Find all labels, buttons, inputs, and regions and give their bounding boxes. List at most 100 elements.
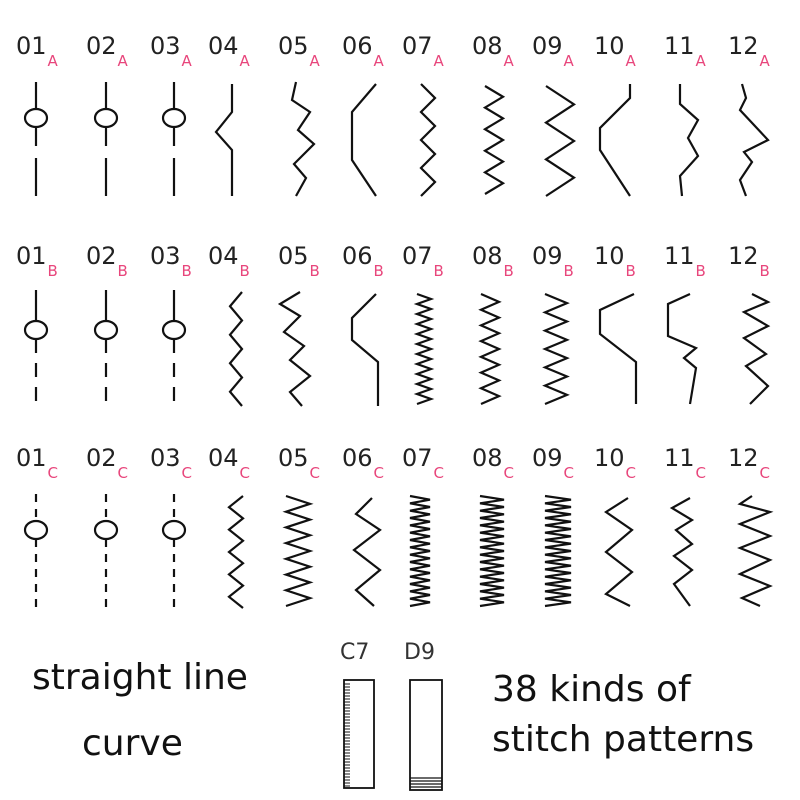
pattern-number: 04 — [208, 444, 239, 472]
needle-position-circle — [161, 319, 187, 341]
pattern-number: 10 — [594, 444, 625, 472]
pattern-code-12c: 12C — [728, 446, 770, 481]
pattern-code-11c: 11C — [664, 446, 706, 481]
pattern-variant-letter: A — [181, 52, 192, 70]
stitch-02a — [93, 82, 119, 196]
pattern-variant-letter: A — [239, 52, 250, 70]
pattern-code-05c: 05C — [278, 446, 320, 481]
pattern-number: 08 — [472, 32, 503, 60]
pattern-number: 07 — [402, 242, 433, 270]
stitch-07b — [413, 292, 435, 406]
stitch-11b — [666, 292, 699, 405]
pattern-code-08c: 08C — [472, 444, 514, 481]
pattern-code-01b: 01B — [16, 244, 58, 279]
pattern-variant-letter: C — [433, 464, 445, 482]
stitch-06a — [350, 83, 377, 197]
pattern-variant-letter: C — [563, 464, 575, 482]
pattern-code-08a: 08A — [472, 32, 514, 69]
pattern-number: 11 — [664, 32, 695, 60]
stitch-10b — [598, 293, 638, 404]
pattern-variant-letter: B — [625, 262, 636, 280]
pattern-variant-letter: A — [373, 52, 384, 70]
pattern-code-08b: 08B — [472, 242, 514, 279]
stitch-03a — [161, 82, 187, 196]
pattern-code-07b: 07B — [402, 242, 444, 279]
pattern-variant-letter: B — [695, 262, 706, 280]
needle-position-circle — [93, 319, 119, 341]
stitch-03b — [161, 290, 187, 406]
pattern-variant-letter: A — [625, 52, 636, 70]
pattern-code-11a: 11A — [664, 32, 706, 69]
needle-position-circle — [23, 319, 49, 341]
pattern-variant-letter: B — [373, 262, 384, 280]
pattern-code-06c: 06C — [342, 444, 384, 481]
needle-position-circle — [93, 519, 119, 541]
pattern-variant-letter: B — [47, 262, 58, 280]
caption-kinds-of: 38 kinds of — [492, 669, 691, 710]
pattern-number: 01 — [16, 32, 47, 60]
stitch-09c — [544, 494, 572, 608]
pattern-code-03b: 03B — [150, 244, 192, 279]
stitch-01b — [23, 290, 49, 406]
pattern-number: 05 — [278, 242, 309, 270]
stitch-10a — [598, 84, 632, 197]
pattern-code-02b: 02B — [86, 242, 128, 279]
pattern-number: 02 — [86, 32, 117, 60]
buttonhole-c7 — [343, 679, 375, 789]
stitch-05c — [282, 494, 314, 608]
stitch-09a — [543, 85, 577, 197]
pattern-variant-letter: B — [309, 262, 320, 280]
stitch-06b — [350, 293, 380, 406]
pattern-number: 08 — [472, 444, 503, 472]
pattern-variant-letter: C — [47, 464, 59, 482]
needle-position-circle — [93, 107, 119, 129]
pattern-variant-letter: A — [309, 52, 320, 70]
needle-position-circle — [23, 519, 49, 541]
pattern-number: 10 — [594, 32, 625, 60]
pattern-number: 09 — [532, 242, 563, 270]
pattern-code-10b: 10B — [594, 244, 636, 279]
pattern-number: 03 — [150, 444, 181, 472]
pattern-number: 06 — [342, 444, 373, 472]
pattern-number: 02 — [86, 242, 117, 270]
pattern-number: 06 — [342, 242, 373, 270]
pattern-variant-letter: A — [433, 52, 444, 70]
pattern-variant-letter: B — [239, 262, 250, 280]
stitch-11a — [678, 84, 700, 197]
pattern-code-06b: 06B — [342, 242, 384, 279]
pattern-variant-letter: C — [309, 464, 321, 482]
stitch-09b — [542, 292, 570, 406]
buttonhole-d9 — [409, 679, 443, 791]
pattern-code-03c: 03C — [150, 444, 192, 481]
stitch-12b — [741, 293, 771, 405]
pattern-code-09b: 09B — [532, 242, 574, 279]
pattern-variant-letter: C — [759, 464, 771, 482]
pattern-variant-letter: C — [503, 464, 515, 482]
pattern-variant-letter: A — [503, 52, 514, 70]
pattern-code-02c: 02C — [86, 446, 128, 481]
pattern-variant-letter: B — [181, 262, 192, 280]
stitch-08a — [482, 85, 506, 195]
pattern-code-09a: 09A — [532, 34, 574, 69]
pattern-number: 07 — [402, 32, 433, 60]
pattern-code-05b: 05B — [278, 242, 320, 279]
pattern-code-02a: 02A — [86, 32, 128, 69]
buttonhole-label-d9: D9 — [404, 640, 435, 665]
pattern-number: 08 — [472, 242, 503, 270]
pattern-code-06a: 06A — [342, 34, 384, 69]
pattern-variant-letter: B — [563, 262, 574, 280]
pattern-variant-letter: C — [239, 464, 251, 482]
pattern-code-12b: 12B — [728, 244, 770, 279]
stitch-08c — [479, 494, 505, 608]
pattern-code-12a: 12A — [728, 34, 770, 69]
pattern-number: 03 — [150, 32, 181, 60]
stitch-07a — [419, 83, 437, 197]
pattern-variant-letter: C — [117, 464, 129, 482]
pattern-code-07a: 07A — [402, 32, 444, 69]
pattern-code-04b: 04B — [208, 244, 250, 279]
pattern-number: 11 — [664, 242, 695, 270]
stitch-11c — [669, 497, 695, 607]
stitch-04b — [228, 291, 244, 407]
